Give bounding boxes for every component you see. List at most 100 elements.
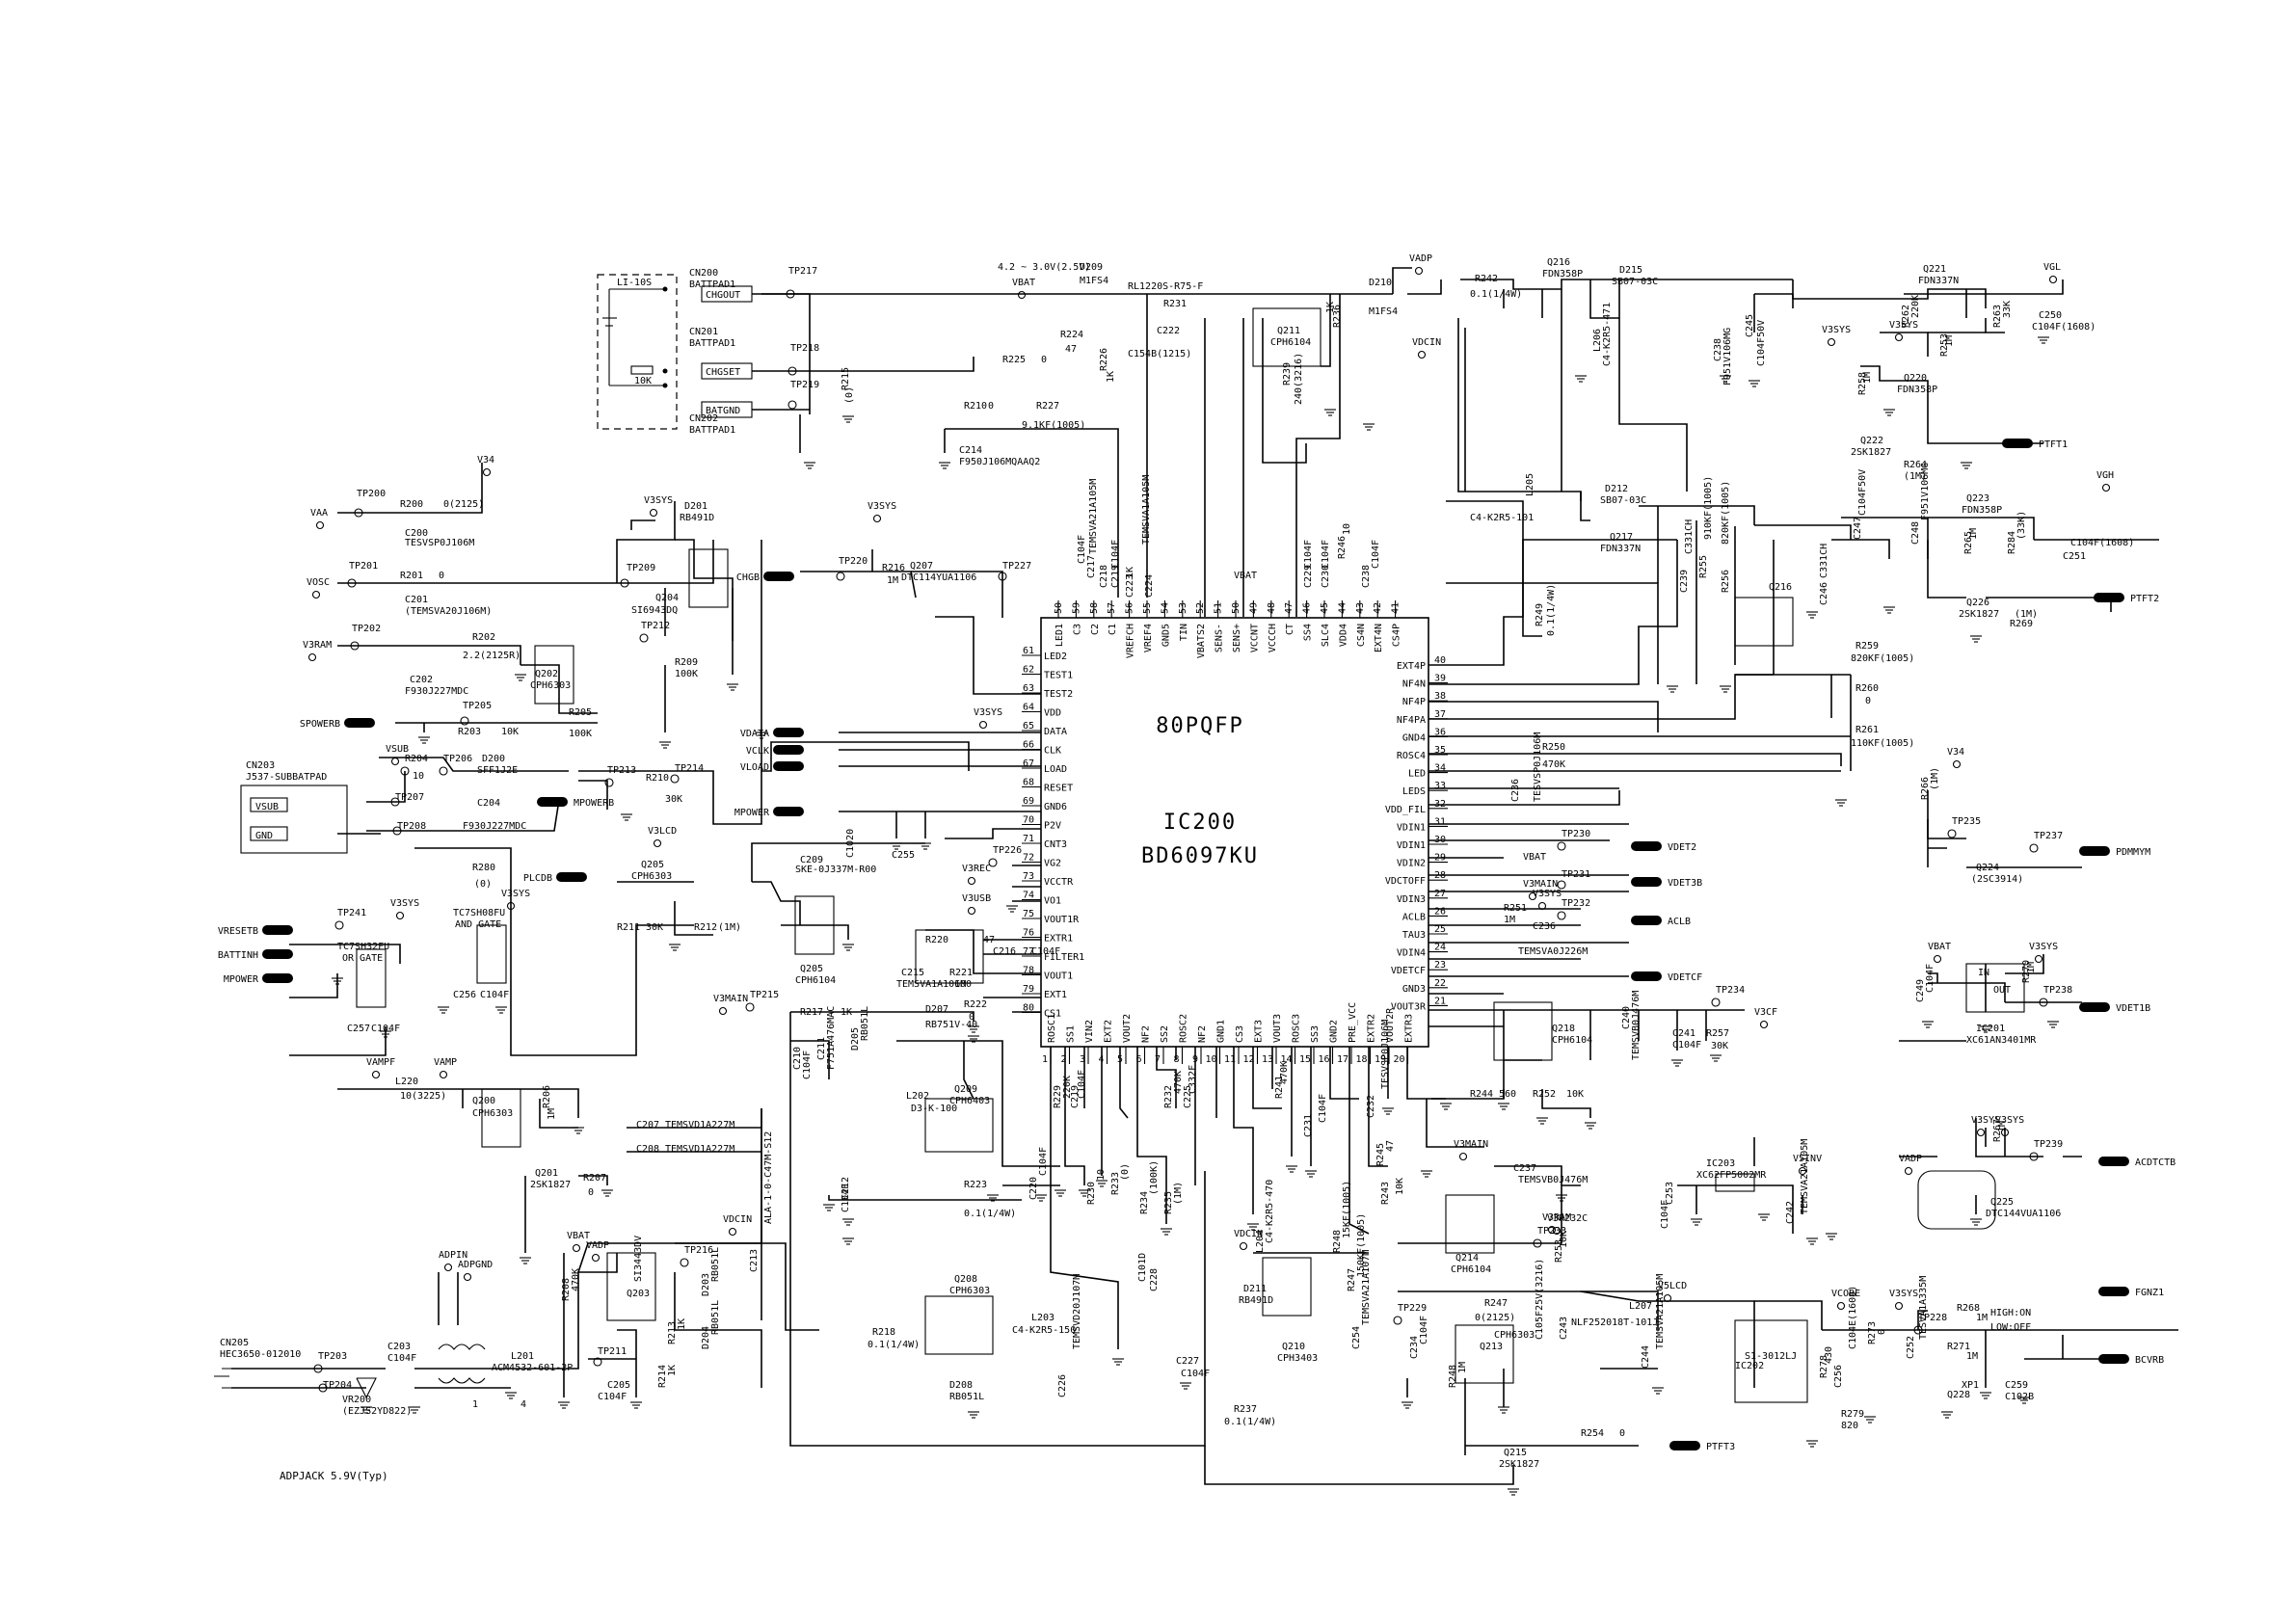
- rail-v3sys_j: V3SYS: [1995, 1115, 2024, 1126]
- label-r284: R284: [2007, 531, 2017, 554]
- label-d200: D200: [482, 754, 505, 764]
- label-c252: C252: [1906, 1336, 1916, 1359]
- rail-v3ram: V3RAM: [303, 640, 332, 651]
- label-q221p: FDN337N: [1918, 276, 1959, 286]
- label-d209p: M1FS4: [1080, 276, 1108, 286]
- ic-pin-name: VDIN4: [1397, 948, 1426, 959]
- test-point: [318, 1383, 328, 1393]
- rail-node: [371, 1070, 381, 1079]
- label-d208p: RB051L: [949, 1392, 984, 1402]
- rail-vdcin_l: VDCIN: [723, 1214, 752, 1225]
- label-r214v: 1K: [667, 1365, 678, 1376]
- label-r265: R265: [1963, 531, 1974, 554]
- ic-pin-number: 16: [1318, 1054, 1329, 1065]
- label-q210p: CPH3403: [1277, 1353, 1318, 1364]
- label-r217: R217: [800, 1007, 823, 1018]
- test-point: [354, 508, 363, 518]
- label-r208: R208: [561, 1278, 572, 1301]
- label-ic201in: IN: [1978, 968, 1989, 978]
- label-q221: Q221: [1923, 264, 1946, 275]
- label-ic206: TC7SH32FU: [337, 942, 389, 952]
- label-r265v: 1M: [1968, 528, 1979, 540]
- label-c257v: C104F: [371, 1024, 400, 1034]
- ic-pin-name: NF4N: [1402, 679, 1426, 690]
- label-q225p: DTC144VUA1106: [1986, 1209, 2061, 1219]
- label-l201: L201: [511, 1351, 534, 1362]
- offsheet-vdet1b: VDET1B: [2116, 1003, 2150, 1014]
- ic-pin-number: 45: [1320, 602, 1330, 614]
- label-c209v: SKE-0J337M-R00: [795, 865, 876, 875]
- label-q217p: FDN337N: [1600, 544, 1641, 554]
- label-c252v: TESVA1A335M: [1918, 1276, 1929, 1340]
- rail-v3rec: V3REC: [962, 864, 991, 874]
- label-r212: R212: [694, 922, 717, 933]
- ic-pin-name: VDIN2: [1397, 859, 1426, 869]
- offsheet-flag: [773, 761, 804, 771]
- label-c219bv: C104F: [1077, 1070, 1087, 1099]
- label-q216: Q216: [1547, 257, 1570, 268]
- label-c240: C240: [1621, 1006, 1632, 1029]
- label-q214p: CPH6104: [1451, 1264, 1491, 1275]
- ic200-ref: IC200: [1163, 811, 1237, 835]
- label-c219b: C219: [1070, 1085, 1081, 1108]
- label-d204p: RB051L: [710, 1300, 721, 1335]
- rail-v3cf: V3CF: [1754, 1007, 1777, 1018]
- label-r214: R214: [657, 1365, 668, 1388]
- rail-node: [395, 911, 405, 920]
- offsheet-plcdb: PLCDB: [523, 873, 552, 884]
- label-r226v: 1K: [1106, 371, 1116, 383]
- label-tp202: TP202: [352, 624, 381, 634]
- label-c211: C211: [816, 1037, 827, 1060]
- ic-pin-name: EXTR1: [1044, 934, 1073, 945]
- label-c217v: C104F: [1077, 535, 1087, 564]
- ic-pin-number: 23: [1434, 960, 1446, 971]
- label-tp231: TP231: [1562, 869, 1590, 880]
- label-l205v: C4-K2R5-101: [1470, 513, 1534, 523]
- rail-node: [439, 1070, 448, 1079]
- label-c214v: F950J106MQAAQ2: [959, 457, 1040, 467]
- label-c212v: C104F: [841, 1184, 851, 1212]
- label-r204: R204: [405, 754, 428, 764]
- label-tp208: TP208: [397, 821, 426, 832]
- label-c244v: TEMSVA21A105M: [1655, 1274, 1666, 1349]
- label-l201v: ACM4532-601-2P: [492, 1363, 573, 1373]
- label-r220: R220: [925, 935, 948, 945]
- label-d203: D203: [701, 1273, 711, 1296]
- label-r243v: 10K: [1395, 1178, 1405, 1195]
- rail-v5inv: V5INV: [1793, 1154, 1822, 1164]
- label-r249v: 0.1(1/4W): [1546, 584, 1557, 636]
- label-r248: R248: [1448, 1365, 1458, 1388]
- label-r271: R271: [1947, 1342, 1970, 1352]
- offsheet-acdtctb: ACDTCTB: [2135, 1157, 2176, 1168]
- ic-pin-number: 77: [1023, 946, 1034, 957]
- offsheet-flag: [1631, 877, 1662, 887]
- ic-pin-number: 35: [1434, 745, 1446, 756]
- ic-pin-number: 58: [1089, 602, 1100, 614]
- ic-pin-name: EXT1: [1044, 990, 1067, 1000]
- label-c256: C256: [453, 990, 476, 1000]
- test-point: [2029, 1152, 2039, 1161]
- ic-pin-name: VCCTR: [1044, 877, 1074, 888]
- label-r248b: R248: [1332, 1230, 1343, 1253]
- label-c202: C202: [410, 675, 433, 685]
- rail-node: [1836, 1301, 1846, 1311]
- label-c208v: TEMSVD1A227M: [665, 1144, 734, 1155]
- label-r256: R256: [1721, 570, 1731, 593]
- label-r227v: 9.1KF(1005): [1022, 420, 1085, 431]
- label-q201: Q201: [535, 1168, 558, 1179]
- label-r279v: 820: [1841, 1421, 1858, 1431]
- label-tp234: TP234: [1716, 985, 1745, 996]
- label-ic206b: OR GATE: [342, 953, 383, 964]
- label-r239v: 240(3216): [1294, 353, 1304, 405]
- label-tp237: TP237: [2034, 831, 2063, 841]
- ic-pin-name: C1: [1108, 624, 1118, 635]
- label-c254: C254: [1351, 1326, 1362, 1349]
- label-c220v: C104F: [1038, 1147, 1049, 1176]
- ic-pin-name: NF4PA: [1397, 715, 1426, 726]
- label-c259: C259: [2005, 1380, 2028, 1391]
- label-c228: C228: [1149, 1268, 1160, 1291]
- label-r213: R213: [667, 1321, 678, 1344]
- ic-pin-name: EXTR3: [1404, 1014, 1415, 1043]
- label-c219v: C104F: [1110, 540, 1121, 569]
- ic-pin-number: 1: [1042, 1054, 1048, 1065]
